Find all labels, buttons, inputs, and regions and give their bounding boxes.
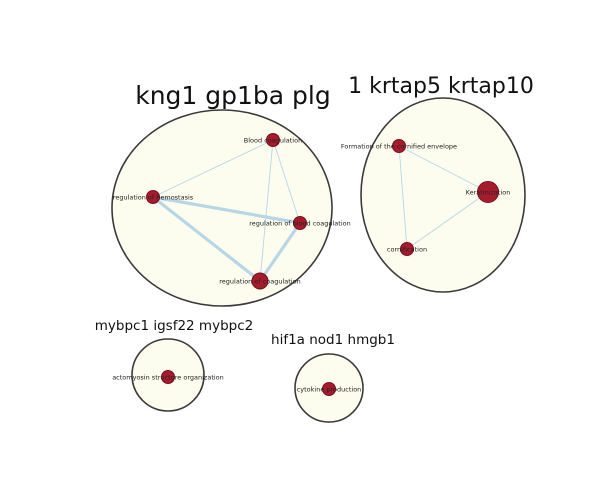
cluster-title: kng1 gp1ba plg [135,81,331,110]
network-node [146,190,160,204]
node-label: regulation of hemostasis [113,193,194,201]
network-node [251,272,269,290]
network-node [293,216,307,230]
node-label: regulation of blood coagulation [249,219,351,227]
network-node [477,181,499,203]
network-edge [259,139,274,282]
node-label: cornification [387,245,427,253]
network-node [322,382,336,396]
network-edge [406,191,489,250]
network-edge [398,145,489,193]
cluster-3: mybpc1 igsf22 mybpc2 actomyosin structure… [95,318,253,412]
network-node [400,242,414,256]
node-label: actomyosin structure organization [112,373,224,381]
network-edge [151,195,262,283]
node-label: cytokine production [297,385,362,393]
cluster-title: 1 krtap5 krtap10 [348,74,534,99]
node-label: regulation of coagulation [219,277,300,285]
cluster-4: hif1a nod1 hmgb1 cytokine production [271,332,395,423]
network-edge [152,139,274,198]
node-label: Keratinization [466,188,511,196]
network-node [266,133,280,147]
node-label: Blood coagulation [244,136,302,144]
network-edge [398,145,408,250]
cluster-title: hif1a nod1 hmgb1 [271,332,395,348]
network-edge [272,139,301,224]
network-node [392,139,406,153]
node-label: Formation of the cornified envelope [341,142,457,150]
cluster-title: mybpc1 igsf22 mybpc2 [95,318,253,334]
network-edge [258,221,302,283]
network-edge [151,195,302,225]
network-node [161,370,175,384]
